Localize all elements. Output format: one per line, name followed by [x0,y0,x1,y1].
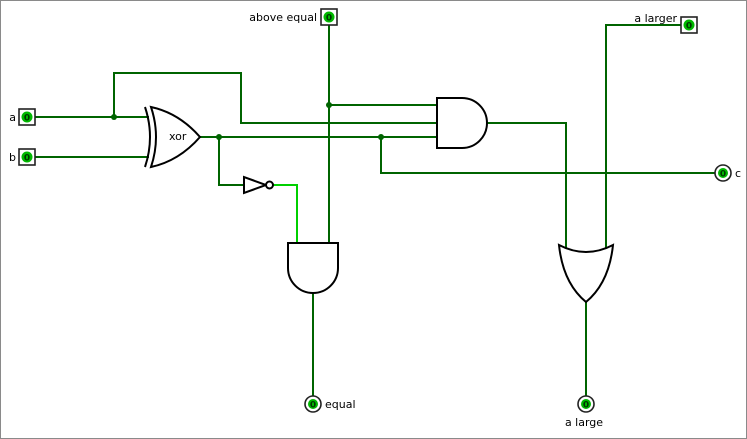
junction-dot [378,134,384,140]
wire-not-to-and-bottom[interactable] [272,184,298,244]
pin-value-a-larger: 0 [686,22,692,32]
and-gate-bottom[interactable] [287,242,339,294]
wire-xor-to-c[interactable] [380,136,716,174]
output-pin-equal[interactable]: 0 [304,395,322,413]
output-pin-a-large[interactable]: 0 [577,395,595,413]
wire-xor-to-not[interactable] [218,136,245,186]
pin-value-a-large: 0 [583,401,589,411]
wire-and-top-to-or[interactable] [486,122,567,249]
pin-label-b: b [9,151,16,164]
pin-value-c: 0 [720,170,726,180]
wire-a-larger-to-or[interactable] [605,24,682,249]
junction-dot [326,102,332,108]
input-pin-b[interactable]: 0 [18,148,36,166]
pin-label-a: a [9,111,16,124]
wire-a-to-and-top[interactable] [113,72,438,124]
input-pin-above-equal[interactable]: 0 [320,8,338,26]
junction-dot [216,134,222,140]
pin-label-a-large: a large [565,416,603,429]
input-pin-a[interactable]: 0 [18,108,36,126]
pin-label-c: c [735,167,741,180]
pin-label-above-equal: above equal [249,11,317,24]
output-pin-c[interactable]: 0 [714,164,732,182]
not-gate[interactable] [243,175,274,195]
xor-gate-label: xor [169,130,187,143]
xor-gate[interactable]: xor [144,105,202,169]
and-gate-top[interactable] [436,97,488,149]
input-pin-a-larger[interactable]: 0 [680,16,698,34]
pin-value-b: 0 [24,154,30,164]
pin-value-equal: 0 [310,401,316,411]
pin-label-a-larger: a larger [634,12,677,25]
pin-label-equal: equal [325,398,356,411]
pin-value-a: 0 [24,114,30,124]
pin-value-above-equal: 0 [326,14,332,24]
or-gate[interactable] [557,243,615,304]
not-bubble-icon [265,180,274,190]
junction-dot [111,114,117,120]
